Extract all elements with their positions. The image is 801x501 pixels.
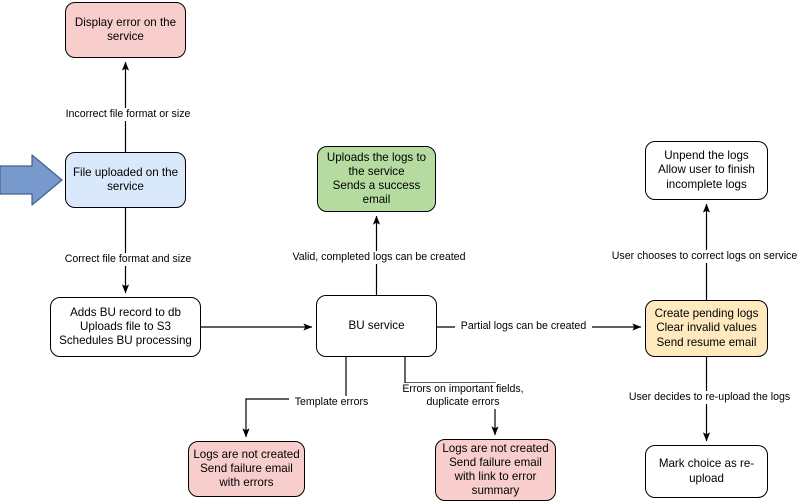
edge-label-user-decides-to-re-upload: User decides to re-upload the logs xyxy=(620,391,799,404)
node-mark-choice-as-re-upload[interactable]: Mark choice as re- upload xyxy=(645,445,768,498)
edge-label-incorrect-file-format: Incorrect file format or size xyxy=(55,108,201,121)
edge-label-user-chooses-to-correct-logs: User chooses to correct logs on service xyxy=(604,250,801,263)
node-logs-not-created-error-summary[interactable]: Logs are not created Send failure email … xyxy=(435,439,556,501)
node-display-error[interactable]: Display error on the service xyxy=(65,2,186,58)
edge-label-correct-file-format: Correct file format and size xyxy=(57,253,199,266)
node-unpend-the-logs[interactable]: Unpend the logs Allow user to finish inc… xyxy=(645,141,768,200)
node-file-uploaded-on-the-service[interactable]: File uploaded on the service xyxy=(65,152,186,208)
node-bu-service[interactable]: BU service xyxy=(316,295,437,357)
node-create-pending-logs[interactable]: Create pending logs Clear invalid values… xyxy=(645,300,768,357)
node-uploads-the-logs-to-the-service[interactable]: Uploads the logs to the service Sends a … xyxy=(317,146,436,212)
edge-label-valid-completed-logs: Valid, completed logs can be created xyxy=(283,251,475,264)
edge-label-template-errors: Template errors xyxy=(289,396,374,409)
node-adds-bu-record-to-db[interactable]: Adds BU record to db Uploads file to S3 … xyxy=(50,297,201,357)
edge-label-partial-logs-can-be-created: Partial logs can be created xyxy=(455,320,592,333)
start-arrow-icon xyxy=(0,154,63,206)
edge-label-errors-on-important-fields: Errors on important fields, duplicate er… xyxy=(392,383,534,409)
node-logs-not-created-template-errors[interactable]: Logs are not created Send failure email … xyxy=(188,441,305,497)
